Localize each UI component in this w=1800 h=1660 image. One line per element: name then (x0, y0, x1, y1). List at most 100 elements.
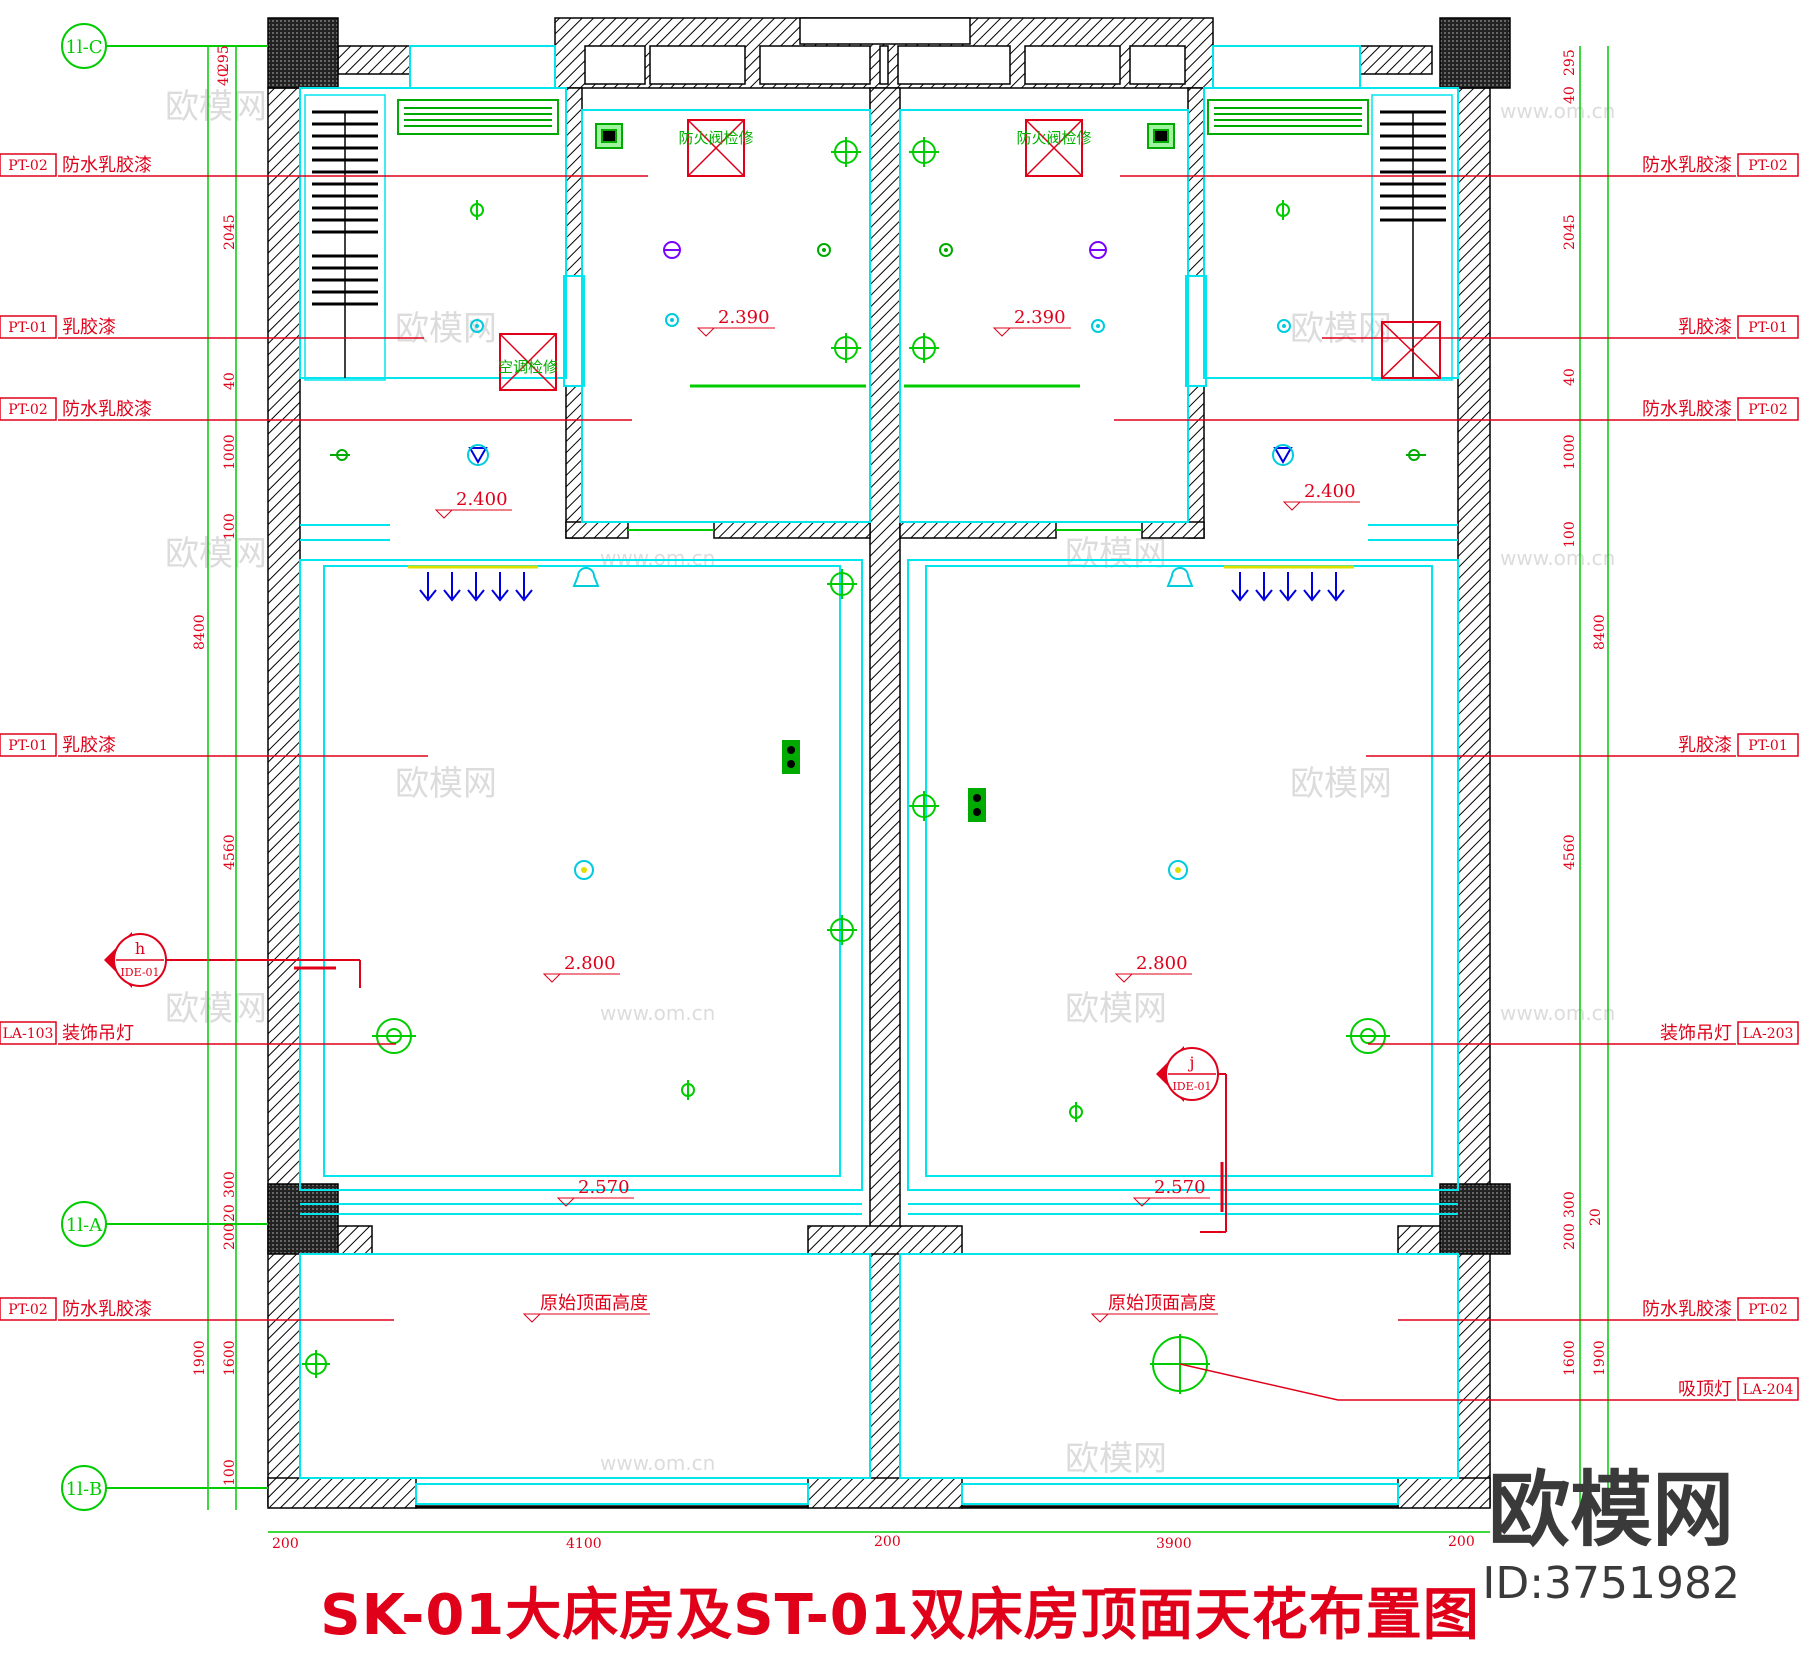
svg-text:防水乳胶漆: 防水乳胶漆 (62, 155, 152, 176)
svg-text:200: 200 (222, 1223, 238, 1250)
svg-text:40: 40 (1562, 86, 1578, 104)
svg-text:www.om.cn: www.om.cn (1500, 1001, 1615, 1025)
svg-text:100: 100 (222, 1459, 238, 1486)
level-marker: 原始顶面高度 (1090, 1293, 1218, 1323)
svg-text:1600: 1600 (1562, 1340, 1578, 1376)
grid-bubble-middle: 1l-A (61, 1201, 268, 1247)
grid-bubble-bottom: 1l-B (61, 1465, 268, 1511)
svg-text:PT-02: PT-02 (8, 158, 48, 174)
svg-text:乳胶漆: 乳胶漆 (62, 317, 116, 338)
svg-text:LA-103: LA-103 (3, 1026, 54, 1042)
fire-damper-access-right: 防火阀检修 (1016, 119, 1092, 177)
tag-pt01: PT-01 乳胶漆 (0, 733, 116, 757)
tag-leader-lines (58, 175, 1736, 1401)
svg-text:PT-01: PT-01 (1748, 320, 1788, 336)
svg-text:20: 20 (1588, 1208, 1604, 1226)
svg-text:4100: 4100 (566, 1536, 602, 1552)
svg-text:LA-203: LA-203 (1743, 1026, 1794, 1042)
svg-text:2.570: 2.570 (578, 1177, 630, 1198)
svg-text:8400: 8400 (192, 614, 208, 650)
svg-text:PT-02: PT-02 (1748, 158, 1788, 174)
tag-pt02: PT-02 防水乳胶漆 (1642, 1297, 1799, 1321)
svg-text:200: 200 (1562, 1223, 1578, 1250)
svg-text:2.400: 2.400 (1304, 481, 1356, 502)
svg-text:1000: 1000 (1562, 434, 1578, 470)
svg-text:1000: 1000 (222, 434, 238, 470)
svg-text:4560: 4560 (222, 834, 238, 870)
svg-text:欧模网: 欧模网 (1290, 764, 1392, 804)
svg-text:乳胶漆: 乳胶漆 (62, 735, 116, 756)
brand-watermark: 欧模网 ID:3751982 (1482, 1463, 1740, 1610)
svg-text:4560: 4560 (1562, 834, 1578, 870)
drawing-title: SK-01大床房及ST-01双床房顶面天花布置图 (320, 1583, 1480, 1648)
section-marker-h: h IDE-01 (104, 932, 361, 988)
tag-pt02: PT-02 防水乳胶漆 (0, 153, 152, 177)
grid-bubble-top: 1l-C (61, 23, 268, 69)
svg-text:PT-01: PT-01 (8, 320, 48, 336)
svg-text:40: 40 (222, 372, 238, 390)
svg-text:欧模网: 欧模网 (165, 534, 267, 574)
svg-text:3900: 3900 (1156, 1536, 1192, 1552)
tag-pt01: PT-01 乳胶漆 (1678, 315, 1799, 339)
exhaust-fan-icons (595, 123, 1175, 149)
right-tags: PT-02 防水乳胶漆 PT-01 乳胶漆 PT-02 防水乳胶漆 PT-01 … (1642, 153, 1799, 1401)
tag-pt02: PT-02 防水乳胶漆 (1642, 397, 1799, 421)
svg-text:300: 300 (1562, 1191, 1578, 1218)
svg-text:20: 20 (222, 1204, 238, 1222)
svg-text:2045: 2045 (222, 214, 238, 250)
svg-text:2.390: 2.390 (1014, 307, 1066, 328)
svg-text:欧模网: 欧模网 (1065, 1439, 1167, 1479)
svg-text:2.390: 2.390 (718, 307, 770, 328)
level-marker: 2.390 (992, 307, 1071, 337)
svg-text:装饰吊灯: 装饰吊灯 (1660, 1023, 1732, 1044)
brand-id: ID:3751982 (1482, 1558, 1740, 1609)
level-marker: 2.800 (542, 953, 620, 983)
svg-text:PT-02: PT-02 (8, 1302, 48, 1318)
tag-pt02: PT-02 防水乳胶漆 (1642, 153, 1799, 177)
svg-text:欧模网: 欧模网 (395, 309, 497, 349)
level-marker: 原始顶面高度 (522, 1293, 650, 1323)
svg-text:300: 300 (222, 1171, 238, 1198)
svg-text:乳胶漆: 乳胶漆 (1678, 317, 1732, 338)
svg-text:www.om.cn: www.om.cn (600, 1451, 715, 1475)
svg-text:欧模网: 欧模网 (1065, 989, 1167, 1029)
ac-access-right (1381, 321, 1441, 379)
air-grilles (397, 99, 1369, 135)
svg-text:欧模网: 欧模网 (165, 87, 267, 127)
svg-text:吸顶灯: 吸顶灯 (1678, 1379, 1732, 1400)
level-marker: 2.390 (696, 307, 775, 337)
svg-text:PT-02: PT-02 (8, 402, 48, 418)
svg-text:295: 295 (216, 45, 232, 72)
svg-text:欧模网: 欧模网 (1290, 309, 1392, 349)
svg-text:防水乳胶漆: 防水乳胶漆 (1642, 399, 1732, 420)
svg-text:2045: 2045 (1562, 214, 1578, 250)
svg-text:防水乳胶漆: 防水乳胶漆 (62, 399, 152, 420)
svg-text:乳胶漆: 乳胶漆 (1678, 735, 1732, 756)
air-supply-arrows (408, 565, 1354, 602)
svg-text:防火阀检修: 防火阀检修 (678, 129, 753, 147)
svg-text:PT-01: PT-01 (8, 738, 48, 754)
svg-text:295: 295 (1562, 49, 1578, 76)
walls (267, 17, 1511, 1509)
tag-la103: LA-103 装饰吊灯 (0, 1021, 134, 1045)
svg-text:原始顶面高度: 原始顶面高度 (540, 1293, 648, 1314)
dimension-lines (207, 46, 1609, 1533)
svg-text:PT-02: PT-02 (1748, 1302, 1788, 1318)
svg-text:40: 40 (216, 68, 232, 86)
grid-bubbles: 1l-C 1l-A 1l-B (61, 23, 268, 1511)
svg-text:防水乳胶漆: 防水乳胶漆 (1642, 1299, 1732, 1320)
svg-text:1l-B: 1l-B (66, 1479, 103, 1500)
svg-text:防水乳胶漆: 防水乳胶漆 (62, 1299, 152, 1320)
tag-pt02: PT-02 防水乳胶漆 (0, 1297, 152, 1321)
svg-text:IDE-01: IDE-01 (120, 966, 159, 979)
level-marker: 2.570 (1132, 1177, 1210, 1207)
svg-text:h: h (135, 939, 145, 958)
svg-text:防火阀检修: 防火阀检修 (1016, 129, 1091, 147)
svg-text:IDE-01: IDE-01 (1172, 1080, 1211, 1093)
tag-pt02: PT-02 防水乳胶漆 (0, 397, 152, 421)
level-marker: 2.570 (556, 1177, 634, 1207)
svg-text:PT-01: PT-01 (1748, 738, 1788, 754)
tag-pt01: PT-01 乳胶漆 (0, 315, 116, 339)
svg-text:2.800: 2.800 (1136, 953, 1188, 974)
brand-name: 欧模网 (1488, 1463, 1735, 1558)
